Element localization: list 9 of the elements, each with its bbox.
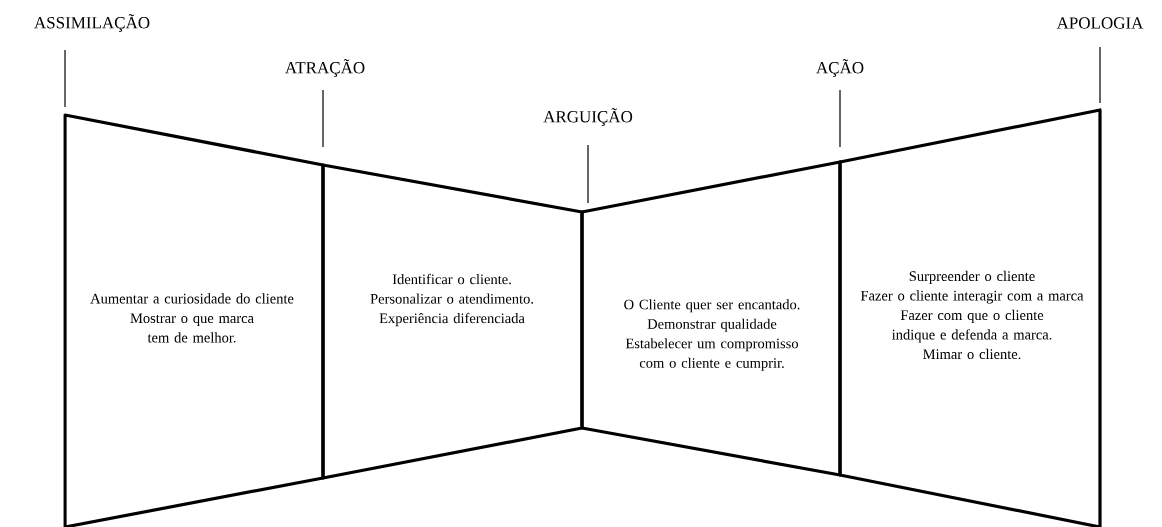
wall-panel: O Cliente quer ser encantado. Demonstrar qualidade Estabelecer um compromisso com o cliente e cumprir.: [580, 160, 842, 477]
stage-label: ASSIMILAÇÃO: [34, 14, 150, 32]
stage-label: ATRAÇÃO: [285, 59, 365, 77]
wall-panel: Identificar o cliente. Personalizar o atendimento. Experiência diferenciada: [321, 163, 584, 480]
stage-label: ARGUIÇÃO: [543, 108, 633, 126]
stage-label: APOLOGIA: [1056, 17, 1144, 29]
wall-panel: Aumentar a curiosidade do cliente Mostrar o que marca tem de melhor.: [63, 113, 325, 527]
stage-label: AÇÃO: [816, 59, 864, 77]
wall-panel: Surpreender o cliente Fazer o cliente interagir com a marca Fazer com que o cliente indique e defenda a marca. Mimar o cliente.: [838, 108, 1102, 527]
